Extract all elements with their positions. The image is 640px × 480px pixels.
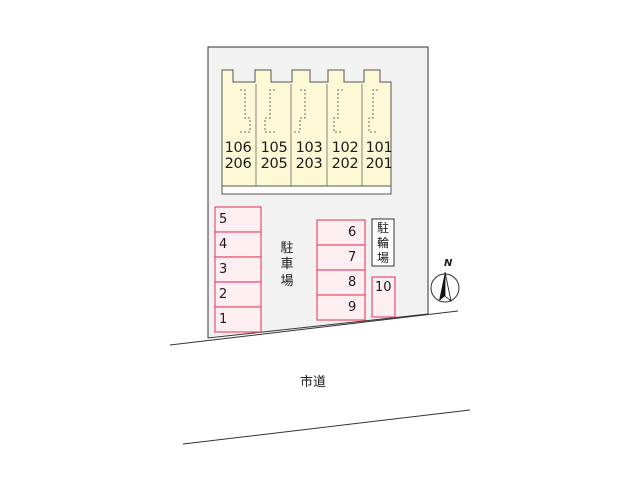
interior-stairs bbox=[240, 89, 378, 133]
parking-space-number: 3 bbox=[219, 262, 228, 277]
parking-space-number: 8 bbox=[348, 275, 357, 290]
parking-space-10 bbox=[371, 276, 396, 318]
apartment-building bbox=[221, 69, 392, 195]
unit-upper-number: 203 bbox=[295, 156, 323, 172]
parking-space-number: 4 bbox=[219, 237, 228, 252]
road-label: 市道 bbox=[300, 375, 327, 390]
road-edge-lower bbox=[182, 409, 471, 445]
unit-lower-number: 101 bbox=[365, 140, 393, 156]
parking-space-number: 2 bbox=[219, 287, 228, 302]
north-label: N bbox=[444, 258, 453, 269]
bicycle-parking-label: 駐輪場 bbox=[376, 221, 389, 265]
unit-lower-number: 103 bbox=[295, 140, 323, 156]
balcony-strip bbox=[221, 185, 392, 195]
parking-label: 駐車場 bbox=[280, 241, 294, 289]
parking-space bbox=[214, 256, 262, 283]
unit-lower-number: 105 bbox=[260, 140, 288, 156]
unit-lower-number: 106 bbox=[224, 140, 252, 156]
road-edge-upper bbox=[169, 310, 459, 346]
parking-space-number: 7 bbox=[348, 250, 357, 265]
parking-right-group bbox=[316, 219, 366, 321]
parking-space-number: 1 bbox=[219, 312, 228, 327]
north-arrow-icon bbox=[430, 271, 460, 303]
parking-space bbox=[214, 306, 262, 333]
unit-upper-number: 205 bbox=[260, 156, 288, 172]
unit-upper-number: 201 bbox=[365, 156, 393, 172]
unit-upper-number: 202 bbox=[331, 156, 359, 172]
bicycle-parking-area bbox=[371, 218, 395, 267]
parking-space bbox=[214, 281, 262, 308]
parking-space-number: 5 bbox=[219, 212, 228, 227]
parking-space bbox=[214, 206, 262, 233]
parking-space-number: 10 bbox=[375, 280, 392, 295]
unit-upper-number: 206 bbox=[224, 156, 252, 172]
parking-space bbox=[316, 219, 366, 246]
parking-left-group bbox=[214, 206, 262, 333]
parking-space bbox=[316, 294, 366, 321]
parking-space-number: 6 bbox=[348, 225, 357, 240]
unit-lower-number: 102 bbox=[331, 140, 359, 156]
parking-space bbox=[316, 244, 366, 271]
parking-space-number: 9 bbox=[348, 300, 357, 315]
parking-space bbox=[316, 269, 366, 296]
building-outline bbox=[221, 69, 392, 187]
